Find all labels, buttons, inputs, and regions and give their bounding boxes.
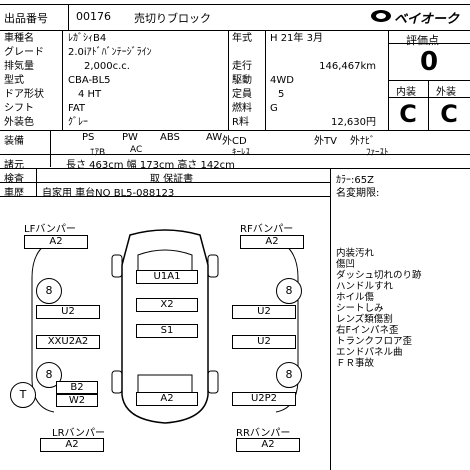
name-change-deadline: 名変期限: <box>336 188 380 199</box>
rr-bumper-code: A2 <box>236 438 300 452</box>
left-rear-door-code: XXU2A2 <box>36 335 100 349</box>
capacity-value: 5 <box>278 89 285 100</box>
capacity-label: 定員 <box>232 89 252 100</box>
lot-number: 00176 <box>76 10 111 23</box>
equip-cd: 外CD <box>222 136 247 147</box>
exterior-score: C <box>440 100 458 128</box>
note-item: 傷凹 <box>336 259 356 270</box>
equip-keyless: ｷｰﾚｽ <box>232 148 251 158</box>
hood-code: U1A1 <box>136 270 198 284</box>
right-quarter-code: U2P2 <box>232 392 296 406</box>
overall-score-label: 評価点 <box>406 34 439 47</box>
lf-bumper-label: LFバンパー <box>24 224 76 235</box>
rprice-value: 12,630円 <box>331 117 376 128</box>
mileage-label: 走行 <box>232 61 252 72</box>
left-quarter-code-w2: W2 <box>56 394 98 407</box>
inspection-label: 検査 <box>4 174 24 185</box>
equip-aw: AW <box>206 132 223 143</box>
inspection-value: 取 保証書 <box>150 174 194 185</box>
doors-label: ドア形状 <box>4 89 44 100</box>
equip-first: ﾌｧｰｽﾄ <box>366 148 389 158</box>
note-item: 右Fインパネ歪 <box>336 325 399 336</box>
grade-value: 2.0iｱﾄﾞﾊﾞﾝﾃｰｼﾞﾗｲﾝ <box>68 47 152 58</box>
shift-value: FAT <box>68 103 86 114</box>
color-value: ｸﾞﾚｰ <box>68 117 88 128</box>
sale-type: 売切りブロック <box>134 12 211 25</box>
roof-front-code: X2 <box>136 298 198 312</box>
fuel-value: G <box>270 103 278 114</box>
note-item: ホイル傷 <box>336 292 375 303</box>
spec-values-right: H 21年 3月 146,467km 4WD 5 G 12,630円 <box>270 32 384 130</box>
lr-bumper-label: LRバンパー <box>52 428 106 439</box>
spec-labels: 車種名 グレード 排気量 型式 ドア形状 シフト 外装色 <box>4 32 44 130</box>
equip-ps: PS <box>82 132 95 143</box>
equipment-label: 装備 <box>4 136 24 147</box>
trunk-code: A2 <box>136 392 198 406</box>
grade-label: グレード <box>4 47 44 58</box>
displacement-value: 2,000c.c. <box>84 61 130 72</box>
equip-pw: PW <box>122 132 138 143</box>
note-item: シートしみ <box>336 303 384 314</box>
exterior-label: 外装 <box>436 87 456 98</box>
left-front-door-code: U2 <box>36 305 100 319</box>
interior-label: 内装 <box>396 87 416 98</box>
note-item: 内装汚れ <box>336 248 375 259</box>
type-value: CBA-BL5 <box>68 75 111 86</box>
drive-label: 駆動 <box>232 75 252 86</box>
overall-score: 0 <box>419 47 439 77</box>
equip-abs: ABS <box>160 132 180 143</box>
year-value: H 21年 3月 <box>270 33 323 44</box>
spec-labels-right: 年式 走行 駆動 定員 燃料 R料 <box>232 32 252 130</box>
equip-navi: 外ﾅﾋﾞ <box>350 136 375 147</box>
note-item: ハンドルすれ <box>336 281 394 292</box>
rprice-label: R料 <box>232 117 249 128</box>
inspection-notes: 内装汚れ 傷凹 ダッシュ切れのり跡 ハンドルすれ ホイル傷 シートしみ レンズ類… <box>336 248 422 369</box>
brand-logo-icon <box>371 10 391 22</box>
color-code: ｶﾗｰ:65Z <box>336 175 374 186</box>
fuel-label: 燃料 <box>232 103 252 114</box>
rf-bumper-label: RFバンパー <box>240 224 294 235</box>
shift-label: シフト <box>4 103 34 114</box>
spec-values: ﾚｶﾞｼｨB4 2.0iｱﾄﾞﾊﾞﾝﾃｰｼﾞﾗｲﾝ 2,000c.c. CBA-… <box>68 32 152 130</box>
right-rear-door-code: U2 <box>232 335 296 349</box>
tire-rear-right: 8 <box>276 362 302 388</box>
doors-value: 4 HT <box>78 89 102 100</box>
year-label: 年式 <box>232 33 252 44</box>
tire-front-right: 8 <box>276 278 302 304</box>
equip-tv: 外TV <box>314 136 337 147</box>
roof-code: S1 <box>136 324 198 338</box>
note-item: エンドパネル曲 <box>336 347 403 358</box>
history-label: 車歴 <box>4 188 24 199</box>
color-label: 外装色 <box>4 117 34 128</box>
rr-bumper-label: RRバンパー <box>236 428 291 439</box>
drive-value: 4WD <box>270 75 294 86</box>
right-side-outline <box>275 239 299 413</box>
note-item: ダッシュ切れのり跡 <box>336 270 422 281</box>
note-item: ＦＲ事故 <box>336 358 375 369</box>
lf-bumper-code: A2 <box>24 235 88 249</box>
brand-name: ベイオーク <box>394 12 460 27</box>
interior-score: C <box>399 100 417 128</box>
model-value: ﾚｶﾞｼｨB4 <box>68 33 107 44</box>
dims-label: 諸元 <box>4 160 24 171</box>
type-label: 型式 <box>4 75 24 86</box>
spare-tire: T <box>10 382 36 408</box>
dims-text: 長さ 463cm 幅 173cm 高さ 142cm <box>66 160 235 171</box>
left-quarter-code-b2: B2 <box>56 381 98 394</box>
equip-airbag: ｴｱB <box>90 148 106 158</box>
history-value: 自家用 車台NO BL5-088123 <box>42 188 175 199</box>
equip-ac: AC <box>130 145 143 155</box>
model-label: 車種名 <box>4 33 34 44</box>
displacement-label: 排気量 <box>4 61 34 72</box>
right-front-door-code: U2 <box>232 305 296 319</box>
lot-label: 出品番号 <box>4 12 48 25</box>
mileage-value: 146,467km <box>319 61 376 72</box>
rf-bumper-code: A2 <box>240 235 304 249</box>
note-item: トランクフロア歪 <box>336 336 413 347</box>
lr-bumper-code: A2 <box>40 438 104 452</box>
note-item: レンズ類傷割 <box>336 314 393 325</box>
tire-front-left: 8 <box>36 278 62 304</box>
